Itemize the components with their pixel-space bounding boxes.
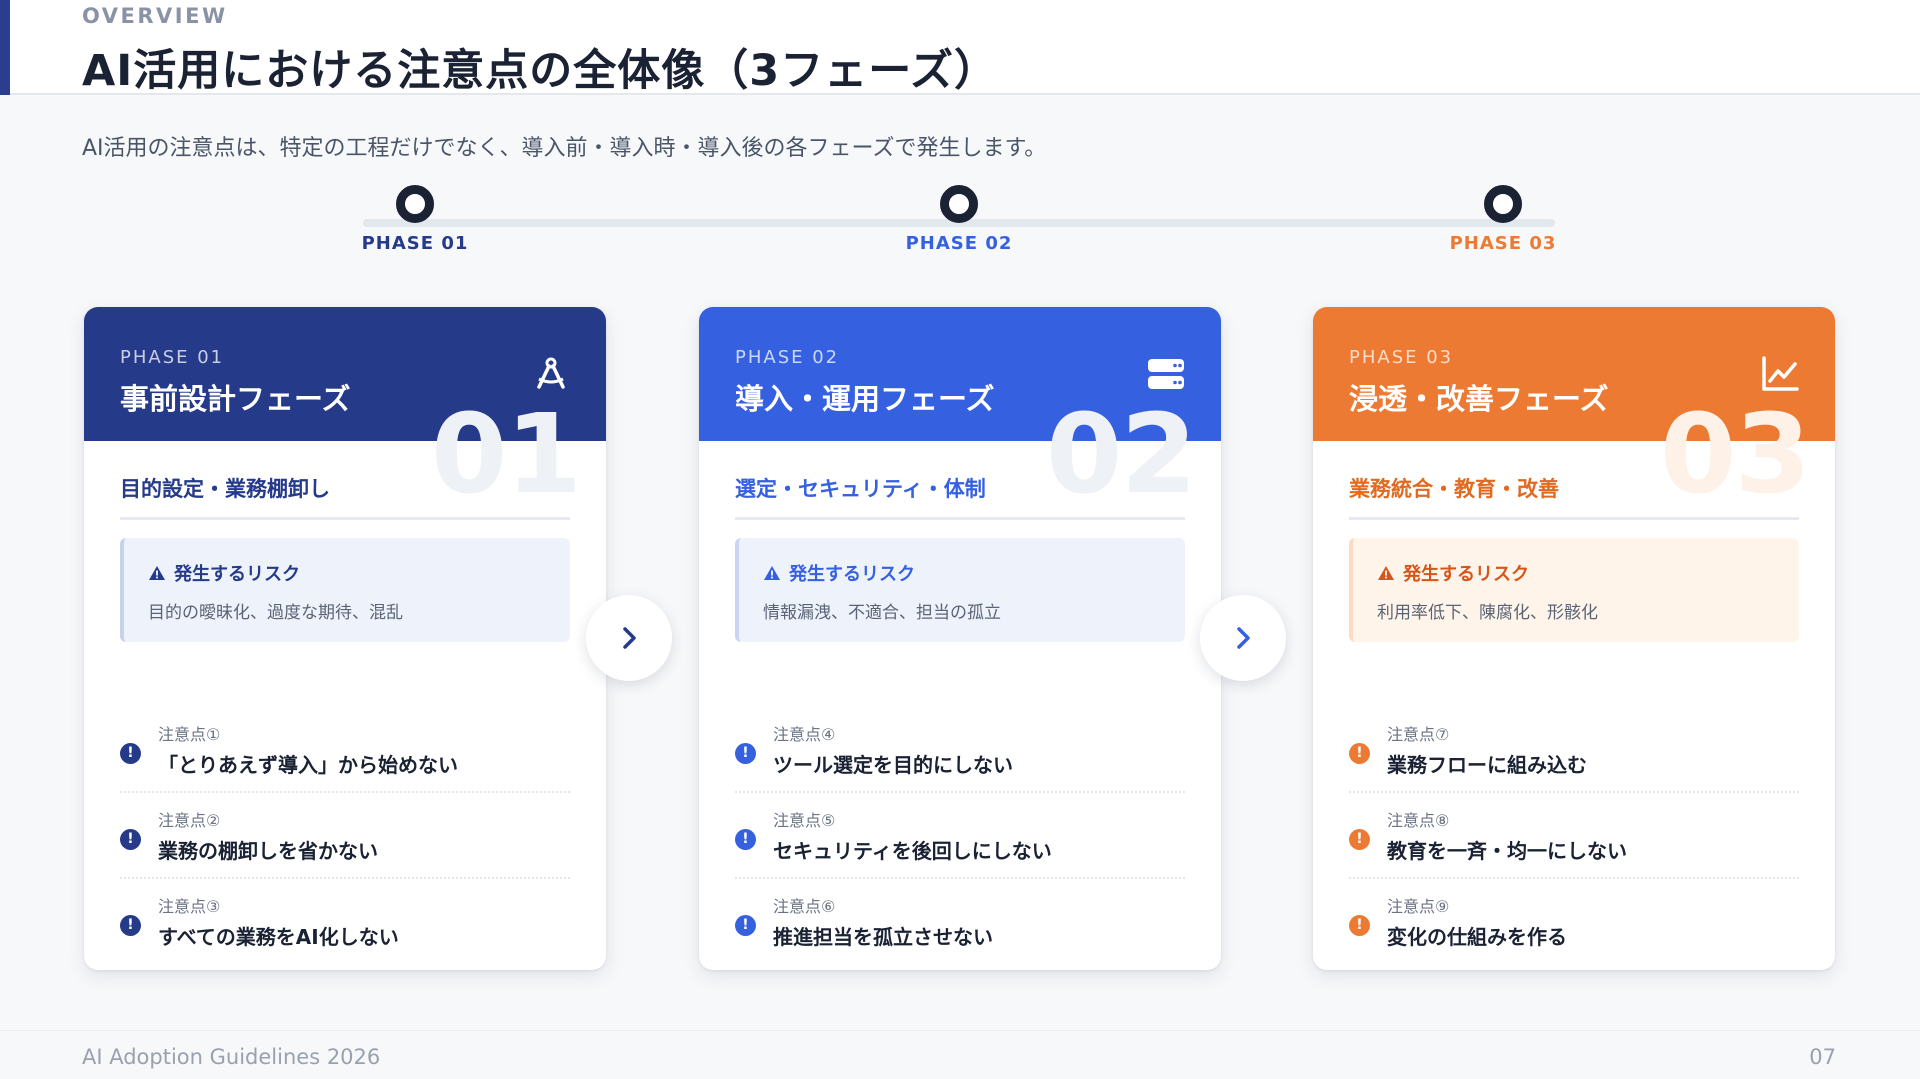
caution-text: 変化の仕組みを作る [1387, 925, 1567, 949]
caution-number: 注意点⑧ [1387, 811, 1450, 830]
caution-item: ! 注意点⑥ 推進担当を孤立させない [735, 879, 1185, 965]
exclamation-icon: ! [1349, 829, 1370, 850]
caution-list: ! 注意点⑦ 業務フローに組み込む ! 注意点⑧ 教育を一斉・均一にしない ! … [1349, 707, 1799, 965]
phase-card-02: PHASE 02 導入・運用フェーズ 02 選定・セキュリティ・体制 発生するリ… [699, 307, 1221, 970]
phase-card-03: PHASE 03 浸透・改善フェーズ 03 業務統合・教育・改善 発生するリスク… [1313, 307, 1835, 970]
card-title: 浸透・改善フェーズ [1349, 382, 1609, 416]
card-phase-label: PHASE 02 [735, 347, 840, 368]
caution-list: ! 注意点④ ツール選定を目的にしない ! 注意点⑤ セキュリティを後回しにしな… [735, 707, 1185, 965]
card-header: PHASE 03 浸透・改善フェーズ [1313, 307, 1835, 441]
card-subtitle: 選定・セキュリティ・体制 [735, 473, 1185, 520]
caution-item: ! 注意点⑤ セキュリティを後回しにしない [735, 793, 1185, 879]
risk-text: 利用率低下、陳腐化、形骸化 [1377, 603, 1598, 623]
header-accent-bar [0, 0, 10, 95]
risk-box: 発生するリスク 利用率低下、陳腐化、形骸化 [1349, 538, 1799, 642]
card-header: PHASE 01 事前設計フェーズ [84, 307, 606, 441]
card-phase-label: PHASE 03 [1349, 347, 1454, 368]
exclamation-icon: ! [735, 743, 756, 764]
risk-title-text: 発生するリスク [174, 564, 300, 585]
exclamation-icon: ! [1349, 915, 1370, 936]
risk-text: 目的の曖昧化、過度な期待、混乱 [148, 603, 403, 623]
risk-title-text: 発生するリスク [789, 564, 915, 585]
exclamation-icon: ! [120, 915, 141, 936]
exclamation-icon: ! [735, 829, 756, 850]
chevron-right-icon [623, 627, 636, 649]
caution-text: ツール選定を目的にしない [773, 753, 1013, 777]
header: OVERVIEW AI活用における注意点の全体像（3フェーズ） [0, 0, 1920, 96]
caution-text: すべての業務をAI化しない [158, 925, 399, 949]
caution-number: 注意点⑥ [773, 897, 836, 916]
caution-number: 注意点③ [158, 897, 221, 916]
caution-number: 注意点② [158, 811, 221, 830]
footer: AI Adoption Guidelines 2026 07 [0, 1030, 1920, 1079]
risk-text: 情報漏洩、不適合、担当の孤立 [763, 603, 1001, 623]
caution-number: 注意点⑨ [1387, 897, 1450, 916]
warning-icon [149, 566, 165, 580]
caution-item: ! 注意点① 「とりあえず導入」から始めない [120, 707, 570, 793]
risk-box: 発生するリスク 目的の曖昧化、過度な期待、混乱 [120, 538, 570, 642]
timeline-dot [1484, 185, 1522, 223]
caution-item: ! 注意点⑦ 業務フローに組み込む [1349, 707, 1799, 793]
timeline-dot [396, 185, 434, 223]
card-watermark-number: 03 [1659, 390, 1811, 518]
caution-item: ! 注意点⑧ 教育を一斉・均一にしない [1349, 793, 1799, 879]
timeline-node-phase-03: PHASE 03 [1433, 185, 1573, 254]
page-title: AI活用における注意点の全体像（3フェーズ） [82, 46, 999, 96]
card-subtitle: 目的設定・業務棚卸し [120, 473, 570, 520]
exclamation-icon: ! [120, 829, 141, 850]
risk-title: 発生するリスク [763, 560, 1161, 586]
caution-text: 推進担当を孤立させない [773, 925, 993, 949]
caution-item: ! 注意点⑨ 変化の仕組みを作る [1349, 879, 1799, 965]
caution-number: 注意点⑦ [1387, 725, 1450, 744]
risk-title: 発生するリスク [148, 560, 546, 586]
card-title: 事前設計フェーズ [120, 382, 351, 416]
caution-list: ! 注意点① 「とりあえず導入」から始めない ! 注意点② 業務の棚卸しを省かな… [120, 707, 570, 965]
caution-text: 「とりあえず導入」から始めない [158, 753, 458, 777]
exclamation-icon: ! [1349, 743, 1370, 764]
card-subtitle: 業務統合・教育・改善 [1349, 473, 1799, 520]
card-phase-label: PHASE 01 [120, 347, 225, 368]
timeline-dot [940, 185, 978, 223]
timeline-node-phase-01: PHASE 01 [345, 185, 485, 254]
timeline-label: PHASE 01 [361, 233, 469, 254]
card-watermark-number: 01 [430, 390, 582, 518]
caution-item: ! 注意点③ すべての業務をAI化しない [120, 879, 570, 965]
risk-title-text: 発生するリスク [1403, 564, 1529, 585]
caution-number: 注意点④ [773, 725, 836, 744]
exclamation-icon: ! [735, 915, 756, 936]
caution-number: 注意点① [158, 725, 221, 744]
phase-card-01: PHASE 01 事前設計フェーズ 01 目的設定・業務棚卸し 発生するリスク … [84, 307, 606, 970]
server-icon [1148, 359, 1184, 389]
page-number: 07 [1809, 1045, 1836, 1069]
caution-item: ! 注意点② 業務の棚卸しを省かない [120, 793, 570, 879]
caution-number: 注意点⑤ [773, 811, 836, 830]
footer-document-title: AI Adoption Guidelines 2026 [82, 1045, 381, 1069]
line-chart-icon [1762, 356, 1799, 391]
caution-text: 業務の棚卸しを省かない [158, 839, 378, 863]
card-title: 導入・運用フェーズ [735, 382, 995, 416]
card-watermark-number: 02 [1045, 390, 1197, 518]
risk-title: 発生するリスク [1377, 560, 1775, 586]
next-phase-arrow-button[interactable] [1200, 595, 1286, 681]
card-header: PHASE 02 導入・運用フェーズ [699, 307, 1221, 441]
compass-icon [537, 357, 565, 389]
chevron-right-icon [1237, 627, 1250, 649]
timeline-track [363, 219, 1555, 227]
eyebrow: OVERVIEW [82, 4, 228, 28]
intro-text: AI活用の注意点は、特定の工程だけでなく、導入前・導入時・導入後の各フェーズで発… [82, 136, 1047, 161]
caution-text: セキュリティを後回しにしない [773, 839, 1052, 863]
next-phase-arrow-button[interactable] [586, 595, 672, 681]
timeline-label: PHASE 03 [1449, 233, 1557, 254]
risk-box: 発生するリスク 情報漏洩、不適合、担当の孤立 [735, 538, 1185, 642]
caution-text: 業務フローに組み込む [1387, 753, 1587, 777]
exclamation-icon: ! [120, 743, 141, 764]
caution-text: 教育を一斉・均一にしない [1387, 839, 1627, 863]
timeline-node-phase-02: PHASE 02 [889, 185, 1029, 254]
caution-item: ! 注意点④ ツール選定を目的にしない [735, 707, 1185, 793]
warning-icon [1378, 566, 1394, 580]
timeline-label: PHASE 02 [905, 233, 1013, 254]
warning-icon [764, 566, 780, 580]
